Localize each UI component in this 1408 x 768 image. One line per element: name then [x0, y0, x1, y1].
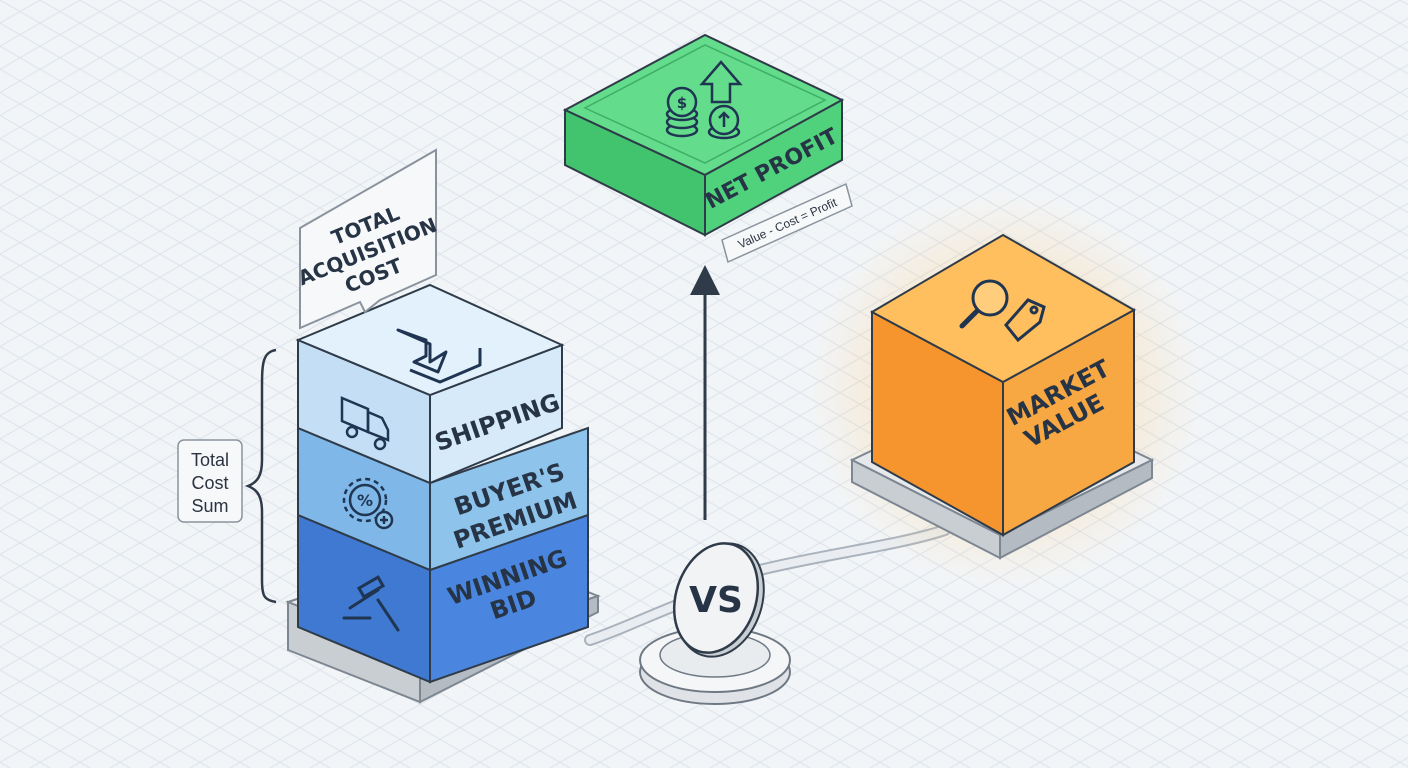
total-brace [244, 348, 277, 604]
magnifier-tag-icon [959, 279, 1046, 343]
gear-percent-icon: % [342, 477, 394, 530]
download-tray-icon [396, 328, 482, 384]
sum-line2: Cost [191, 473, 228, 493]
truck-icon [340, 396, 390, 451]
sum-line3: Sum [191, 496, 228, 516]
vs-pivot: VS [639, 542, 791, 705]
sum-line1: Total [191, 450, 229, 470]
acquisition-cost-callout: TOTAL ACQUISITION COST [294, 148, 440, 330]
total-cost-sum-label: Total Cost Sum [177, 439, 243, 523]
svg-text:$: $ [677, 94, 687, 112]
shipping-block: SHIPPING [295, 283, 565, 485]
vs-label: VS [689, 580, 743, 621]
cost-stack: WINNING BID % BUYER'S PREMIUM [177, 148, 601, 704]
gavel-icon [342, 575, 400, 632]
svg-text:%: % [357, 491, 373, 510]
coins-arrow-up-icon: $ [665, 60, 743, 140]
market-value-cube: MARKET VALUE [805, 190, 1205, 590]
buyers-premium-block: % BUYER'S PREMIUM [297, 426, 589, 572]
